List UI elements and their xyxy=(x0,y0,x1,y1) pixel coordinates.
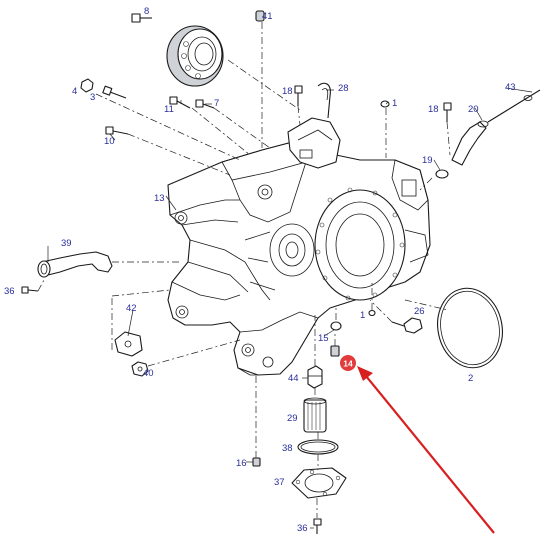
callout-41: 41 xyxy=(262,11,273,22)
callout-15: 15 xyxy=(318,333,329,344)
highlight-badge: 14 xyxy=(340,355,356,371)
callout-labels: 8 41 4 3 11 7 10 18 28 1 18 20 43 19 13 … xyxy=(4,6,516,534)
callout-36-left: 36 xyxy=(4,286,15,297)
callout-7: 7 xyxy=(214,98,219,109)
callout-19: 19 xyxy=(422,155,433,166)
filler-tube xyxy=(451,120,489,166)
callout-26: 26 xyxy=(414,306,425,317)
seal-15 xyxy=(330,321,342,331)
callout-40: 40 xyxy=(143,368,154,379)
washer-1-top xyxy=(380,100,390,108)
callout-4: 4 xyxy=(72,86,77,97)
plug-16 xyxy=(252,457,261,467)
assembly-lines xyxy=(37,22,451,518)
callout-29: 29 xyxy=(287,413,298,424)
callout-37: 37 xyxy=(274,477,285,488)
bolt-36-left xyxy=(21,286,39,294)
callout-36-bottom: 36 xyxy=(297,523,308,534)
adapter-44 xyxy=(307,365,323,389)
callout-2: 2 xyxy=(468,373,473,384)
callout-42: 42 xyxy=(126,303,137,314)
bearing-ring xyxy=(166,25,224,87)
bolt-36-bottom xyxy=(313,518,322,534)
callout-16: 16 xyxy=(236,458,247,469)
large-o-ring xyxy=(437,287,503,369)
filter-29 xyxy=(303,397,327,433)
callout-43: 43 xyxy=(505,82,516,93)
cover-plate xyxy=(114,331,143,357)
cover-37 xyxy=(291,467,347,499)
bolt-18-left xyxy=(294,85,303,106)
drain-plug-14 xyxy=(330,345,340,357)
callout-1-top: 1 xyxy=(392,98,397,109)
bolt-11 xyxy=(169,96,191,109)
bolt-18-right xyxy=(443,102,452,122)
callout-11: 11 xyxy=(164,104,174,115)
callout-18-left: 18 xyxy=(282,86,293,97)
dipstick-tube-28 xyxy=(317,82,331,119)
plug-40 xyxy=(131,361,149,377)
highlight-badge-label: 14 xyxy=(343,359,353,369)
nut-4 xyxy=(80,78,94,93)
callout-1-bottom: 1 xyxy=(360,310,365,321)
o-ring-19 xyxy=(435,169,449,179)
callout-44: 44 xyxy=(288,373,299,384)
callout-20: 20 xyxy=(468,104,479,115)
plug-41 xyxy=(255,10,265,22)
suction-pipe xyxy=(37,251,113,278)
bolt-3 xyxy=(102,85,127,99)
bolt-7 xyxy=(195,99,215,109)
leader-lines xyxy=(47,17,533,529)
transmission-housing xyxy=(167,117,431,376)
callout-28: 28 xyxy=(338,83,349,94)
dipstick xyxy=(487,89,541,123)
callout-38: 38 xyxy=(282,443,293,454)
washer-1-bottom xyxy=(368,309,376,317)
callout-18-right: 18 xyxy=(428,104,439,115)
callout-13: 13 xyxy=(154,193,165,204)
callout-10: 10 xyxy=(104,136,115,147)
callout-39: 39 xyxy=(61,238,72,249)
o-ring-38 xyxy=(297,439,339,455)
fitting-26 xyxy=(391,317,423,334)
bolt-10 xyxy=(105,126,129,135)
callout-3: 3 xyxy=(90,92,95,103)
red-pointer-arrow xyxy=(357,366,495,534)
callout-8: 8 xyxy=(144,6,149,17)
